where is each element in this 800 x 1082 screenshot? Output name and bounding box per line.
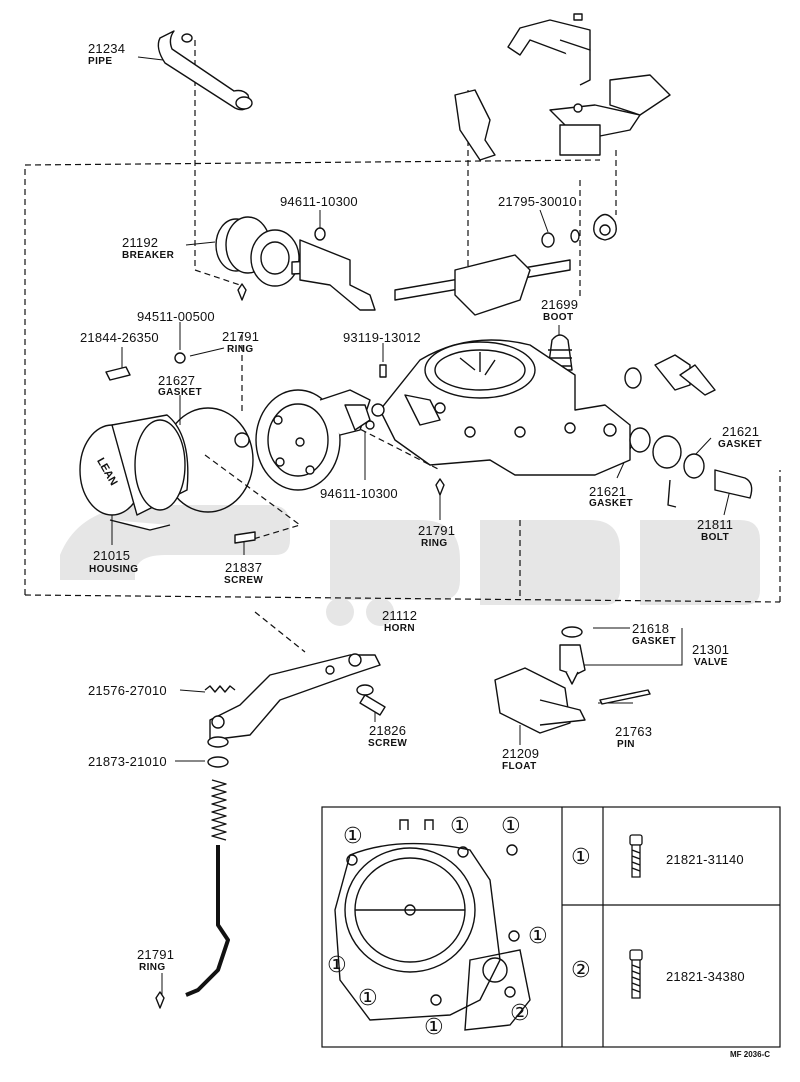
part-number-21791-middle: 21791 [418,523,456,538]
part-number-21699: 21699 [541,297,579,312]
needle-valve-parts [559,626,586,685]
inset-marker-1: ① [424,1015,444,1040]
inset-marker-1: ① [343,824,363,849]
pipe-part [157,30,253,111]
throttle-linkage-bracket [454,13,671,161]
pin-part [599,689,651,705]
part-name-breaker: BREAKER [122,250,175,261]
pump-rod-part [185,845,230,997]
part-number-21621-lower: 21621 [589,484,627,499]
part-name-ring-lower: RING [139,962,166,973]
inset-table-part-2: 21821-34380 [666,969,745,984]
inset-table-part-1: 21821-31140 [666,852,744,867]
part-number-21621-right: 21621 [722,424,760,439]
part-name-bolt: BOLT [701,532,730,543]
part-number-21192: 21192 [122,235,159,250]
part-number-21301: 21301 [692,642,730,657]
small-screws [105,283,445,544]
part-name-pipe: PIPE [88,56,113,67]
inset-bolts [629,834,643,999]
part-name-gasket-21621-right: GASKET [718,439,763,450]
part-number-21209: 21209 [502,746,540,761]
part-number-21811: 21811 [697,517,734,532]
part-number-21844-26350: 21844-26350 [80,330,159,345]
inset-marker-1: ① [450,814,470,839]
part-number-21826: 21826 [369,723,407,738]
part-name-gasket-21621-lower: GASKET [589,498,634,509]
inset-marker-1: ① [528,924,548,949]
inset-panel [321,806,781,1048]
part-number-21763: 21763 [615,724,653,739]
housing-part: LEAN [79,414,189,531]
part-number-21234: 21234 [88,41,126,56]
part-number-21618: 21618 [632,621,670,636]
part-number-21627: 21627 [158,373,196,388]
watermark-logo [60,505,760,626]
part-name-gasket-21618: GASKET [632,636,677,647]
part-name-ring-middle: RING [421,538,448,549]
part-number-21837: 21837 [225,560,263,575]
throttle-shaft-part [394,213,617,316]
ring-clip-part [155,991,165,1009]
carburetor-top-view [334,819,531,1031]
part-name-ring-upper: RING [227,344,254,355]
part-number-21791-upper: 21791 [222,329,260,344]
part-number-21795-30010: 21795-30010 [498,194,577,209]
part-name-boot: BOOT [543,312,574,323]
screw-21826-part [356,684,386,716]
part-number-94511-00500: 94511-00500 [137,309,215,324]
washer-part [314,227,326,241]
figure-code: MF 2036-C [730,1050,771,1059]
inset-marker-2: ② [510,1001,530,1026]
part-name-screw-21826: SCREW [368,738,408,749]
inset-table-ref-1: ① [571,845,591,870]
part-number-94611-10300-lower: 94611-10300 [320,486,398,501]
part-number-21576-27010: 21576-27010 [88,683,167,698]
part-name-float: FLOAT [502,761,537,772]
inset-marker-1: ① [358,986,378,1011]
part-name-screw-21837: SCREW [224,575,264,586]
part-number-21015: 21015 [93,548,131,563]
part-name-pin: PIN [617,739,635,750]
inset-marker-1: ① [327,953,347,978]
inset-table-ref-2: ② [571,958,591,983]
part-name-horn: HORN [384,623,416,634]
diaphragm-cover-part [255,389,385,491]
part-number-21791-lower: 21791 [137,947,175,962]
part-number-93119-13012: 93119-13012 [343,330,421,345]
part-number-94611-10300-top: 94611-10300 [280,194,358,209]
part-number-21873-21010: 21873-21010 [88,754,167,769]
breaker-part [215,216,376,311]
small-spring-part [204,685,236,693]
carburetor-body-part [379,339,631,476]
pump-washers-part [207,736,229,768]
float-part [494,667,586,734]
pump-spring-part [211,779,227,841]
part-name-gasket-21627: GASKET [158,387,203,398]
fuel-inlet-parts [624,354,753,508]
part-name-valve: VALVE [694,657,728,668]
horn-part [209,653,381,741]
part-name-housing: HOUSING [89,564,139,575]
inset-marker-1: ① [501,814,521,839]
part-number-21112: 21112 [382,608,418,623]
